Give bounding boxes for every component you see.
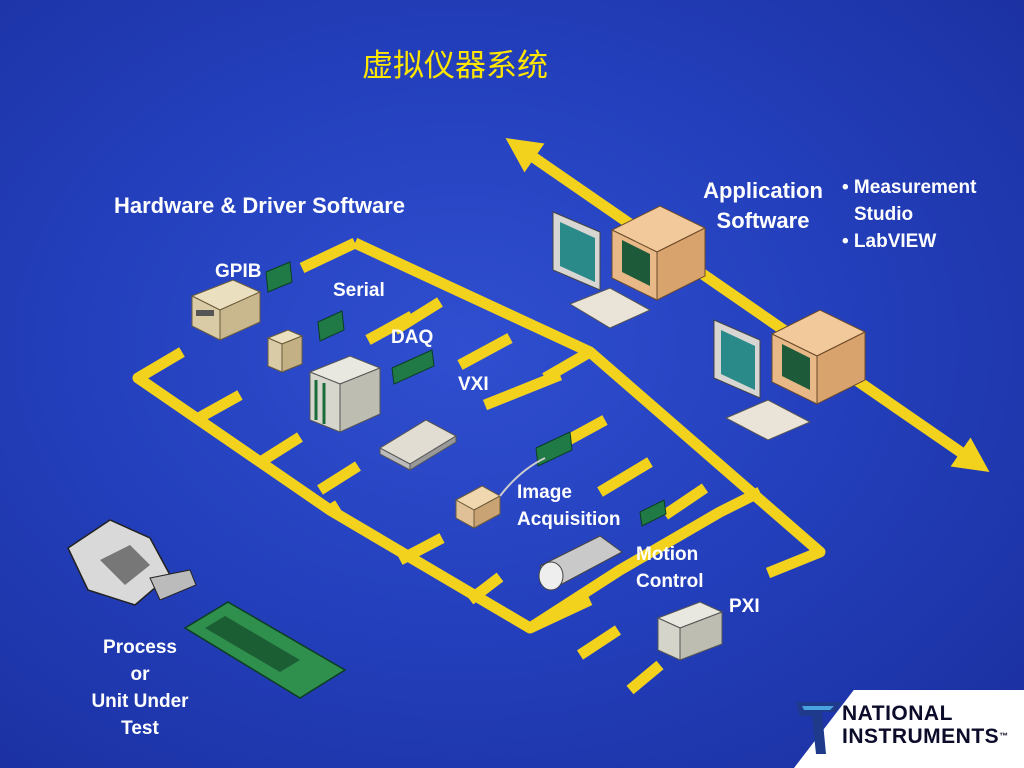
process-line2: or <box>130 664 150 685</box>
motion-control-label: Motion Control <box>636 541 704 595</box>
national-instruments-logo: NATIONAL INSTRUMENTS™ <box>794 690 1024 768</box>
process-label: Process or Unit Under Test <box>70 634 210 742</box>
gpib-instrument-icon <box>190 279 262 341</box>
slide-title: 虚拟仪器系统 <box>362 48 548 84</box>
computer-icon-2 <box>713 309 867 441</box>
application-title-line2: Software <box>716 208 810 233</box>
process-line3: Unit Under <box>91 691 189 712</box>
image-acquisition-line1: Image <box>517 482 572 503</box>
engine-icon <box>67 519 197 606</box>
application-bullets: • Measurement Studio • LabVIEW <box>842 174 976 255</box>
logo-wordmark: NATIONAL INSTRUMENTS™ <box>842 702 1009 748</box>
hardware-driver-title: Hardware & Driver Software <box>114 193 405 218</box>
logo-trademark: ™ <box>999 731 1009 741</box>
serial-label: Serial <box>333 280 385 301</box>
application-software-title: Application Software <box>690 176 836 236</box>
serial-device-icon <box>266 329 304 373</box>
daq-label: DAQ <box>391 327 434 348</box>
image-board-icon <box>535 431 573 467</box>
image-acquisition-label: Image Acquisition <box>517 479 620 533</box>
bullet-labview: • LabVIEW <box>842 231 937 252</box>
logo-line2-text: INSTRUMENTS <box>842 725 1000 748</box>
image-acquisition-line2: Acquisition <box>517 509 621 530</box>
camera-icon <box>454 457 546 529</box>
motor-icon <box>538 535 623 591</box>
motion-control-line1: Motion <box>636 544 699 565</box>
bullet-measurement: • Measurement <box>842 177 977 198</box>
circuit-board-icon <box>183 601 347 699</box>
application-title-line1: Application <box>703 178 823 203</box>
pxi-label: PXI <box>729 596 760 617</box>
motion-control-line2: Control <box>636 571 704 592</box>
application-arrow <box>505 138 990 472</box>
vxi-label: VXI <box>458 374 489 395</box>
computer-icon-1 <box>552 205 707 329</box>
gpib-label: GPIB <box>215 261 262 282</box>
daq-box-icon <box>378 419 458 471</box>
bullet-studio: Studio <box>854 204 914 225</box>
vxi-chassis-icon <box>308 355 382 433</box>
process-line4: Test <box>121 718 159 739</box>
gpib-board-icon <box>265 261 293 293</box>
motion-board-icon <box>639 499 667 527</box>
daq-board-icon <box>391 349 435 385</box>
ni-eagle-icon <box>796 702 842 754</box>
pxi-chassis-icon <box>656 601 724 661</box>
logo-line1: NATIONAL <box>842 702 953 725</box>
serial-board-icon <box>317 310 345 342</box>
process-line1: Process <box>103 637 177 658</box>
logo-line2: INSTRUMENTS™ <box>842 725 1009 748</box>
